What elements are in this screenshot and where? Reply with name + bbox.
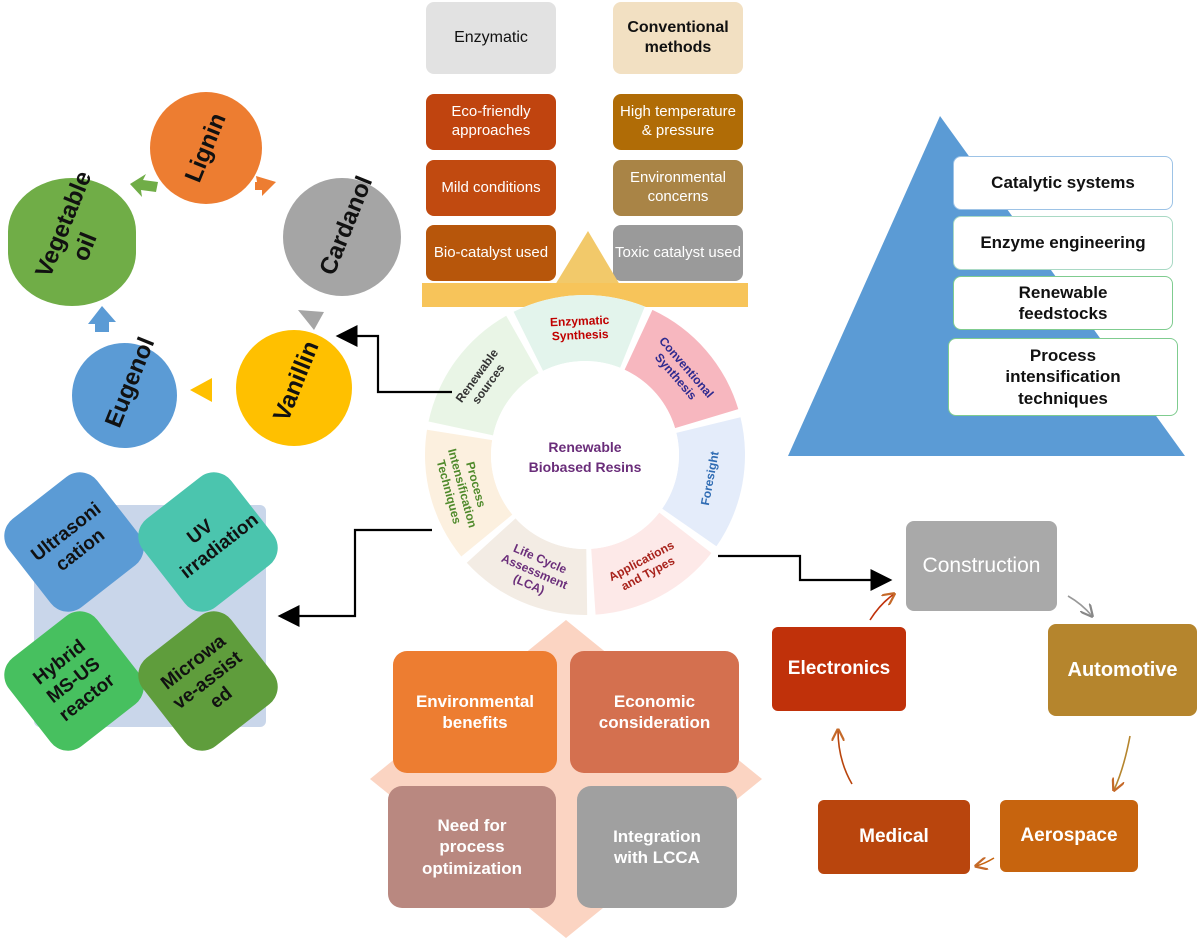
conventional-item-environmental: Environmental concerns <box>613 160 743 216</box>
wheel-center <box>491 361 679 549</box>
application-construction: Construction <box>906 521 1057 611</box>
wheel-segment-label-line: Enzymatic <box>550 313 610 329</box>
lca-item-economic: Economic consideration <box>570 651 739 773</box>
conventional-item-toxic: Toxic catalyst used <box>613 225 743 281</box>
pyramid-item-enzyme-engineering: Enzyme engineering <box>953 216 1173 270</box>
conventional-item-high-temp: High temperature & pressure <box>613 94 743 150</box>
wheel-segment <box>428 315 539 436</box>
cycle-item-lignin: Lignin <box>150 92 262 204</box>
wheel-segment <box>624 309 739 429</box>
connector-applications <box>718 554 893 591</box>
cycle-item-vegetable-oil: Vegetable oil <box>8 168 136 306</box>
arrow-icon <box>298 310 324 330</box>
wheel-center-line2: Biobased Resins <box>529 459 642 475</box>
lca-item-environmental: Environmental benefits <box>393 651 557 773</box>
pyramid-item-process-intensification: Process intensification techniques <box>948 338 1178 416</box>
arrow-icon <box>1067 595 1092 616</box>
application-electronics: Electronics <box>772 627 906 711</box>
cycle-item-vanillin: Vanillin <box>236 330 352 446</box>
lca-item-process-optimization: Need for process optimization <box>388 786 556 908</box>
arrow-icon <box>1114 735 1131 790</box>
arrow-icon <box>838 730 853 785</box>
arrow-icon <box>869 594 894 621</box>
arrow-icon <box>190 378 212 402</box>
enzymatic-item-eco-friendly: Eco-friendly approaches <box>426 94 556 150</box>
application-aerospace: Aerospace <box>1000 800 1138 872</box>
connector-sources <box>335 325 452 394</box>
enzymatic-item-mild: Mild conditions <box>426 160 556 216</box>
wheel-segment <box>591 512 712 615</box>
arrow-icon <box>130 174 158 197</box>
wheel-segment <box>513 295 645 371</box>
connector-intensification <box>277 528 432 627</box>
wheel-segment-label: EnzymaticSynthesis <box>550 313 611 343</box>
arrow-icon <box>255 176 276 196</box>
conventional-header: Conventional methods <box>613 2 743 74</box>
pyramid-item-catalytic: Catalytic systems <box>953 156 1173 210</box>
fulcrum-triangle <box>555 231 620 285</box>
lca-item-lcca: Integration with LCCA <box>577 786 737 908</box>
cycle-arrows <box>88 174 324 402</box>
cycle-item-eugenol: Eugenol <box>72 333 177 448</box>
application-automotive: Automotive <box>1048 624 1197 716</box>
enzymatic-header: Enzymatic <box>426 2 556 74</box>
arrow-icon <box>88 306 116 332</box>
wheel-segment-label-line: Synthesis <box>552 327 610 343</box>
wheel-segment <box>466 518 588 615</box>
arrow-icon <box>976 858 995 866</box>
enzymatic-item-biocatalyst: Bio-catalyst used <box>426 225 556 281</box>
wheel-center-line1: Renewable <box>548 439 621 455</box>
wheel-segment <box>662 417 745 547</box>
cycle-item-cardanol: Cardanol <box>283 172 401 296</box>
application-medical: Medical <box>818 800 970 874</box>
wheel-segment <box>425 429 513 557</box>
pyramid-item-renewable-feedstocks: Renewable feedstocks <box>953 276 1173 330</box>
